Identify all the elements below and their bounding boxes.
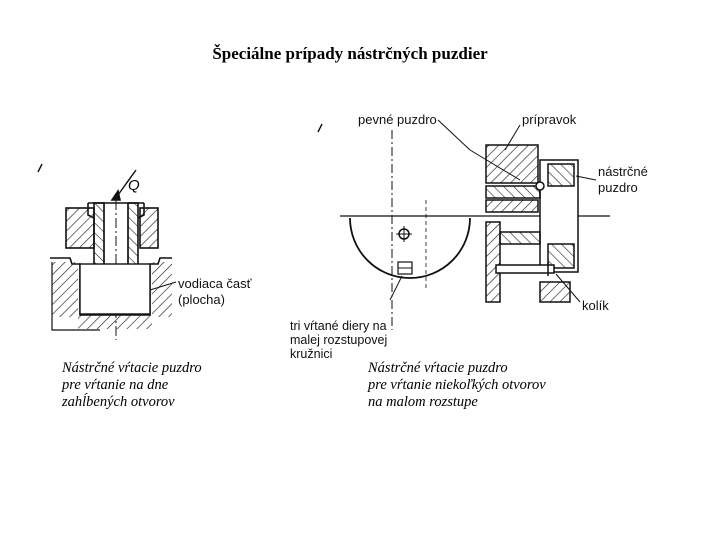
caption-left-line3: zahĺbených otvorov bbox=[62, 394, 175, 410]
slip-bushing-label-line2: puzdro bbox=[598, 180, 638, 195]
caption-left-line1: Nástrčné vŕtacie puzdro bbox=[62, 360, 202, 376]
label-holes-line2: malej rozstupovej bbox=[290, 333, 387, 347]
fixed-bushing-label: pevné puzdro bbox=[358, 112, 437, 127]
guide-part-label-line1: vodiaca časť bbox=[178, 276, 252, 291]
pin-label: kolík bbox=[582, 298, 609, 313]
label-holes-line1: tri vŕtané diery na bbox=[290, 319, 387, 333]
left-drawing bbox=[37, 163, 177, 340]
caption-right-line2: pre vŕtanie niekoľkých otvorov bbox=[368, 377, 546, 393]
force-label: Q bbox=[128, 177, 140, 194]
fixture-label: prípravok bbox=[522, 112, 577, 127]
slip-bushing-label-line1: nástrčné bbox=[598, 164, 648, 179]
page-title: Špeciálne prípady nástrčných puzdier bbox=[212, 44, 488, 63]
caption-right-line1: Nástrčné vŕtacie puzdro bbox=[368, 360, 508, 376]
caption-right-line3: na malom rozstupe bbox=[368, 394, 478, 410]
right-drawing bbox=[317, 119, 610, 330]
label-holes-line3: kružnici bbox=[290, 347, 332, 361]
guide-part-label-line2: (plocha) bbox=[178, 292, 225, 307]
caption-right: Nástrčné vŕtacie puzdro pre vŕtanie niek… bbox=[368, 360, 546, 411]
caption-left-line2: pre vŕtanie na dne bbox=[62, 377, 169, 393]
caption-left: Nástrčné vŕtacie puzdro pre vŕtanie na d… bbox=[62, 360, 202, 411]
